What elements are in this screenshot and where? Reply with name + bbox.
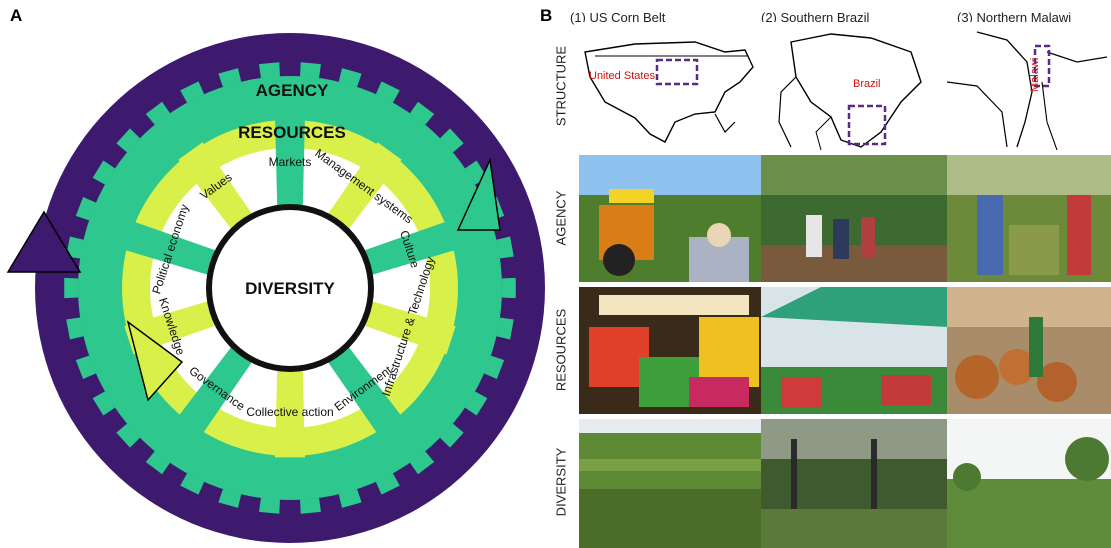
photo-brazil-agency [761, 155, 948, 282]
map-northern-malawi: Malawi [947, 22, 1111, 150]
center-disc [212, 210, 368, 366]
photo-brazil-resources [761, 287, 948, 414]
agency-gear-tooth [300, 498, 321, 514]
agency-gear-tooth [116, 128, 140, 153]
spoke-wedge [275, 366, 305, 458]
photo-malawi-resources [947, 287, 1111, 414]
row-title-diversity: DIVERSITY [553, 447, 569, 517]
agency-gear-tooth [64, 277, 79, 299]
resources-label: RESOURCES [238, 123, 346, 142]
agency-label: AGENCY [256, 81, 329, 100]
highlight-box [655, 58, 699, 86]
column-title-us-corn-belt: (1) US Corn Belt [570, 10, 666, 25]
agency-gear-tooth [92, 160, 115, 185]
cycle-arrow-inner [126, 320, 184, 402]
agency-gear-tooth [465, 391, 488, 416]
spoke-wedge [326, 344, 402, 434]
agency-gear-tooth [440, 128, 464, 153]
agency-gear-tooth [375, 81, 400, 103]
agency-gear-tooth [218, 489, 242, 508]
agency-gear-tooth [410, 451, 435, 475]
agency-gear-tooth [338, 68, 362, 87]
highlight-box [847, 104, 887, 146]
row-title-agency: AGENCY [553, 190, 569, 246]
photo-us-agency [579, 155, 766, 282]
agency-gear-tooth [145, 451, 170, 475]
panel-b-label: B [540, 6, 553, 25]
spoke-label: Collective action [246, 405, 333, 419]
panel-a-label: A [10, 6, 23, 25]
row-title-resources: RESOURCES [553, 308, 569, 392]
agency-gear-tooth [440, 423, 464, 448]
agency-gear-tooth [338, 489, 362, 508]
agency-gear-tooth [145, 101, 170, 125]
spoke-wedge [275, 118, 305, 210]
agency-gear-tooth [180, 81, 205, 103]
spoke-wedge [326, 142, 402, 232]
agency-gear-tooth [259, 62, 280, 78]
agency-gear-tooth [300, 62, 321, 78]
agency-gear-tooth [218, 68, 242, 87]
column-title-southern-brazil: (2) Southern Brazil [761, 10, 870, 25]
map-label-united-states: United States [589, 70, 656, 82]
diversity-wheel-diagram: STRUCTURE AGENCY RESOURCES DIVERSITY Val… [6, 6, 545, 543]
agency-gear-tooth [410, 101, 435, 125]
map-us-corn-belt: United States [575, 22, 762, 150]
map-label-brazil: Brazil [853, 78, 881, 90]
spoke-wedge [361, 300, 456, 355]
spoke-label: Markets [269, 155, 312, 169]
center-label: DIVERSITY [245, 279, 335, 298]
agency-gear-tooth [180, 473, 205, 495]
agency-gear-tooth [501, 277, 516, 299]
spoke-wedge [178, 344, 254, 434]
agency-gear-tooth [259, 498, 280, 514]
spoke-wedge [124, 221, 219, 276]
agency-gear-tooth [484, 355, 505, 380]
cycle-arrow-left [6, 210, 82, 273]
photo-us-diversity [579, 419, 766, 548]
photo-us-resources [579, 287, 766, 414]
agency-gear-tooth [496, 236, 514, 259]
column-title-northern-malawi: (3) Northern Malawi [957, 10, 1072, 25]
photo-malawi-agency [947, 155, 1111, 282]
agency-gear-tooth [66, 236, 84, 259]
agency-gear-tooth [92, 391, 115, 416]
spoke-wedge [361, 221, 456, 276]
map-southern-brazil: Brazil [761, 22, 948, 150]
photo-malawi-diversity [947, 419, 1111, 548]
agency-gear-tooth [75, 196, 96, 221]
spoke-wedge [178, 142, 254, 232]
agency-gear-tooth [375, 473, 400, 495]
agency-gear-tooth [496, 317, 514, 340]
row-title-structure: STRUCTURE [553, 45, 569, 127]
map-label-malawi: Malawi [1029, 57, 1041, 92]
agency-gear-tooth [116, 423, 140, 448]
cycle-arrow-right [456, 157, 501, 231]
photo-brazil-diversity [761, 419, 948, 548]
agency-gear-tooth [75, 355, 96, 380]
agency-gear-tooth [66, 317, 84, 340]
structure-label: STRUCTURE [225, 6, 356, 37]
